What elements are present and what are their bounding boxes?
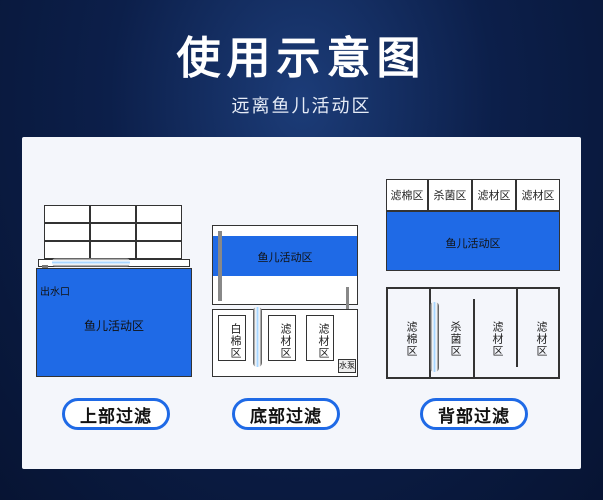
back-bottom-cell-2-label: 杀菌区 [449,321,462,357]
return-pipe [346,287,349,317]
back-top-cell-3 [472,179,516,211]
sump-chamber-2-label: 滤材区 [279,323,292,359]
back-tank-water [386,211,560,271]
bottom-tank-label: 鱼儿活动区 [257,251,313,264]
pump-box [338,359,356,373]
top-tank [36,268,192,377]
sump-chamber-3-label: 滤材区 [317,323,330,359]
top-tank-label: 鱼儿活动区 [83,319,144,333]
sump-chamber-1-label: 白棉区 [229,323,242,359]
filter-tray [44,241,90,259]
diagram-panel: 出水口 鱼儿活动区 鱼儿活动区 白棉区 滤材区 滤材区 水泵 滤棉区 杀菌区 滤… [22,137,581,469]
page-subtitle: 远离鱼儿活动区 [231,96,372,117]
sump-chamber-2 [268,315,296,361]
back-top-cell-1 [386,179,428,211]
filter-tray [136,223,182,241]
bottom-filter-caption: 底部过滤 [232,398,340,430]
filter-tray [44,223,90,241]
uv-lamp-icon [52,258,130,267]
top-filter-caption: 上部过滤 [62,398,170,430]
back-divider [516,287,518,367]
filter-tray [90,223,136,241]
filter-tray [136,241,182,259]
sump-chamber-1 [218,315,246,361]
pump-label: 水泵 [339,361,355,370]
back-divider [473,299,475,379]
uv-lamp-icon [253,307,262,367]
back-top-cell-2-label: 杀菌区 [433,189,467,202]
outlet-label: 出水口 [40,287,70,298]
back-top-cell-3-label: 滤材区 [477,189,511,202]
filter-tray [90,205,136,223]
back-bottom-cell-4-label: 滤材区 [535,321,548,357]
back-bottom-cell-3-label: 滤材区 [491,321,504,357]
filter-tray [136,205,182,223]
bottom-main-water [213,236,357,276]
uv-lamp-icon [430,302,439,372]
page-title: 使用示意图 [176,33,427,84]
back-top-cell-4-label: 滤材区 [521,189,555,202]
back-tank-label: 鱼儿活动区 [445,237,501,250]
sump-chamber-3 [306,315,334,361]
back-top-cell-4 [516,179,560,211]
back-bottom-cell-1-label: 滤棉区 [405,321,418,357]
filter-tray [44,205,90,223]
back-top-cell-2 [428,179,472,211]
back-filter-caption: 背部过滤 [420,398,528,430]
filter-tray [90,241,136,259]
back-top-cell-1-label: 滤棉区 [390,189,424,202]
drain-pipe [218,231,222,301]
